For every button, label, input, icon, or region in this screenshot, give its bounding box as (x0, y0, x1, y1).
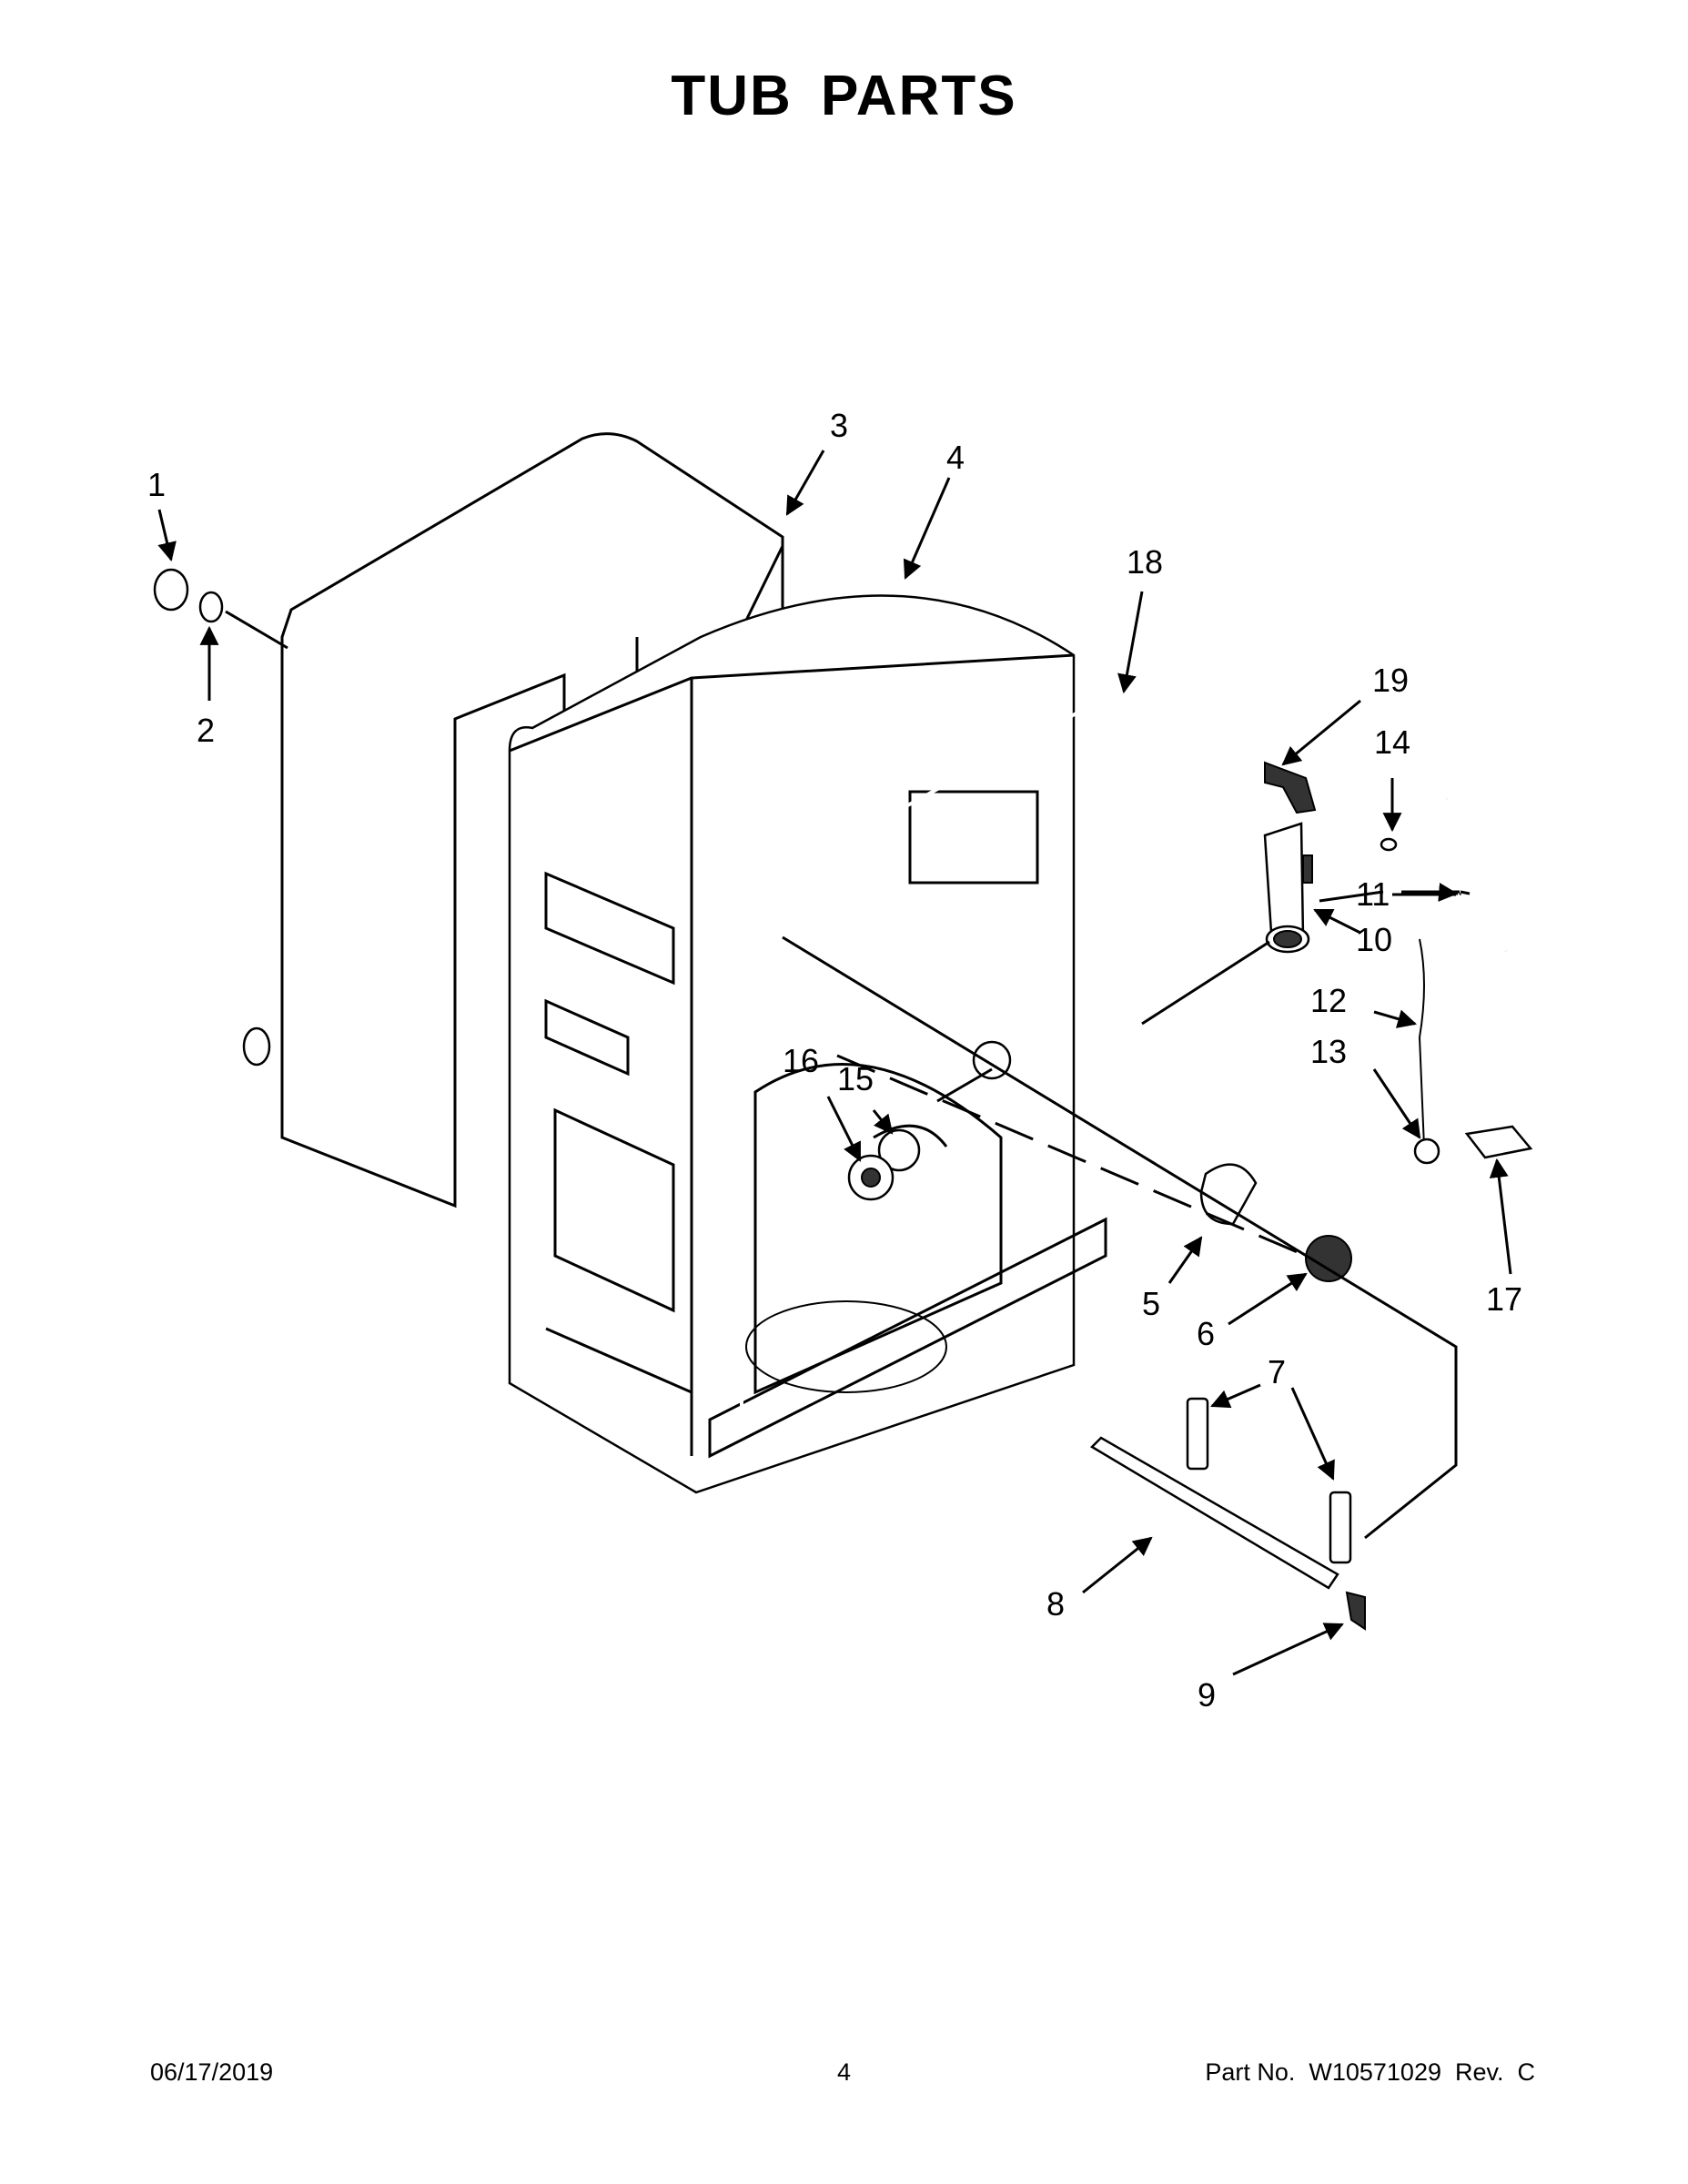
callout-1: 1 (147, 466, 166, 503)
callout-10: 10 (1356, 921, 1392, 958)
callout-17: 17 (1486, 1280, 1522, 1318)
leg-bracket-right (1329, 1491, 1352, 1564)
footer-part-number: Part No. W10571029 Rev. C (1205, 2058, 1535, 2086)
bracket (1264, 761, 1317, 814)
callout-6: 6 (1197, 1315, 1215, 1352)
callout-16: 16 (783, 1042, 819, 1079)
callout-12: 12 (1310, 982, 1347, 1019)
page-title: TUB PARTS (671, 65, 1017, 127)
callout-3: 3 (830, 407, 848, 444)
callout-5: 5 (1142, 1285, 1160, 1322)
sensor (1413, 1138, 1440, 1165)
hinge-plate (1464, 1125, 1533, 1159)
callout-14: 14 (1374, 723, 1410, 761)
support-rail (1089, 1436, 1339, 1590)
wire-harness (1418, 938, 1425, 1148)
leg-bracket-left (1186, 1397, 1209, 1471)
footer-date: 06/17/2019 (150, 2058, 274, 2086)
mounting-nut (1305, 1235, 1352, 1282)
callout-13: 13 (1310, 1033, 1347, 1070)
callout-11: 11 (1356, 875, 1390, 913)
callout-18: 18 (1127, 543, 1163, 581)
callout-8: 8 (1046, 1585, 1065, 1623)
fill-tube (147, 568, 271, 1067)
callout-15: 15 (837, 1060, 874, 1097)
vent-assembly (1263, 822, 1313, 954)
callout-9: 9 (1198, 1676, 1216, 1714)
callout-labels: 1 2 3 4 5 6 7 8 9 10 11 12 13 14 15 16 1… (147, 407, 1522, 1714)
hose-clamp (1380, 837, 1398, 852)
callout-4: 4 (946, 439, 965, 476)
callout-19: 19 (1372, 662, 1409, 699)
callout-7: 7 (1268, 1353, 1286, 1390)
sump-clip (1199, 1163, 1258, 1226)
dishwasher-tub (508, 594, 1107, 1494)
tube-ring (198, 591, 224, 623)
rail-clip (1345, 1591, 1366, 1631)
filter-seal (877, 1128, 921, 1172)
callout-2: 2 (197, 712, 215, 749)
footer-page-number: 4 (836, 2058, 852, 2086)
